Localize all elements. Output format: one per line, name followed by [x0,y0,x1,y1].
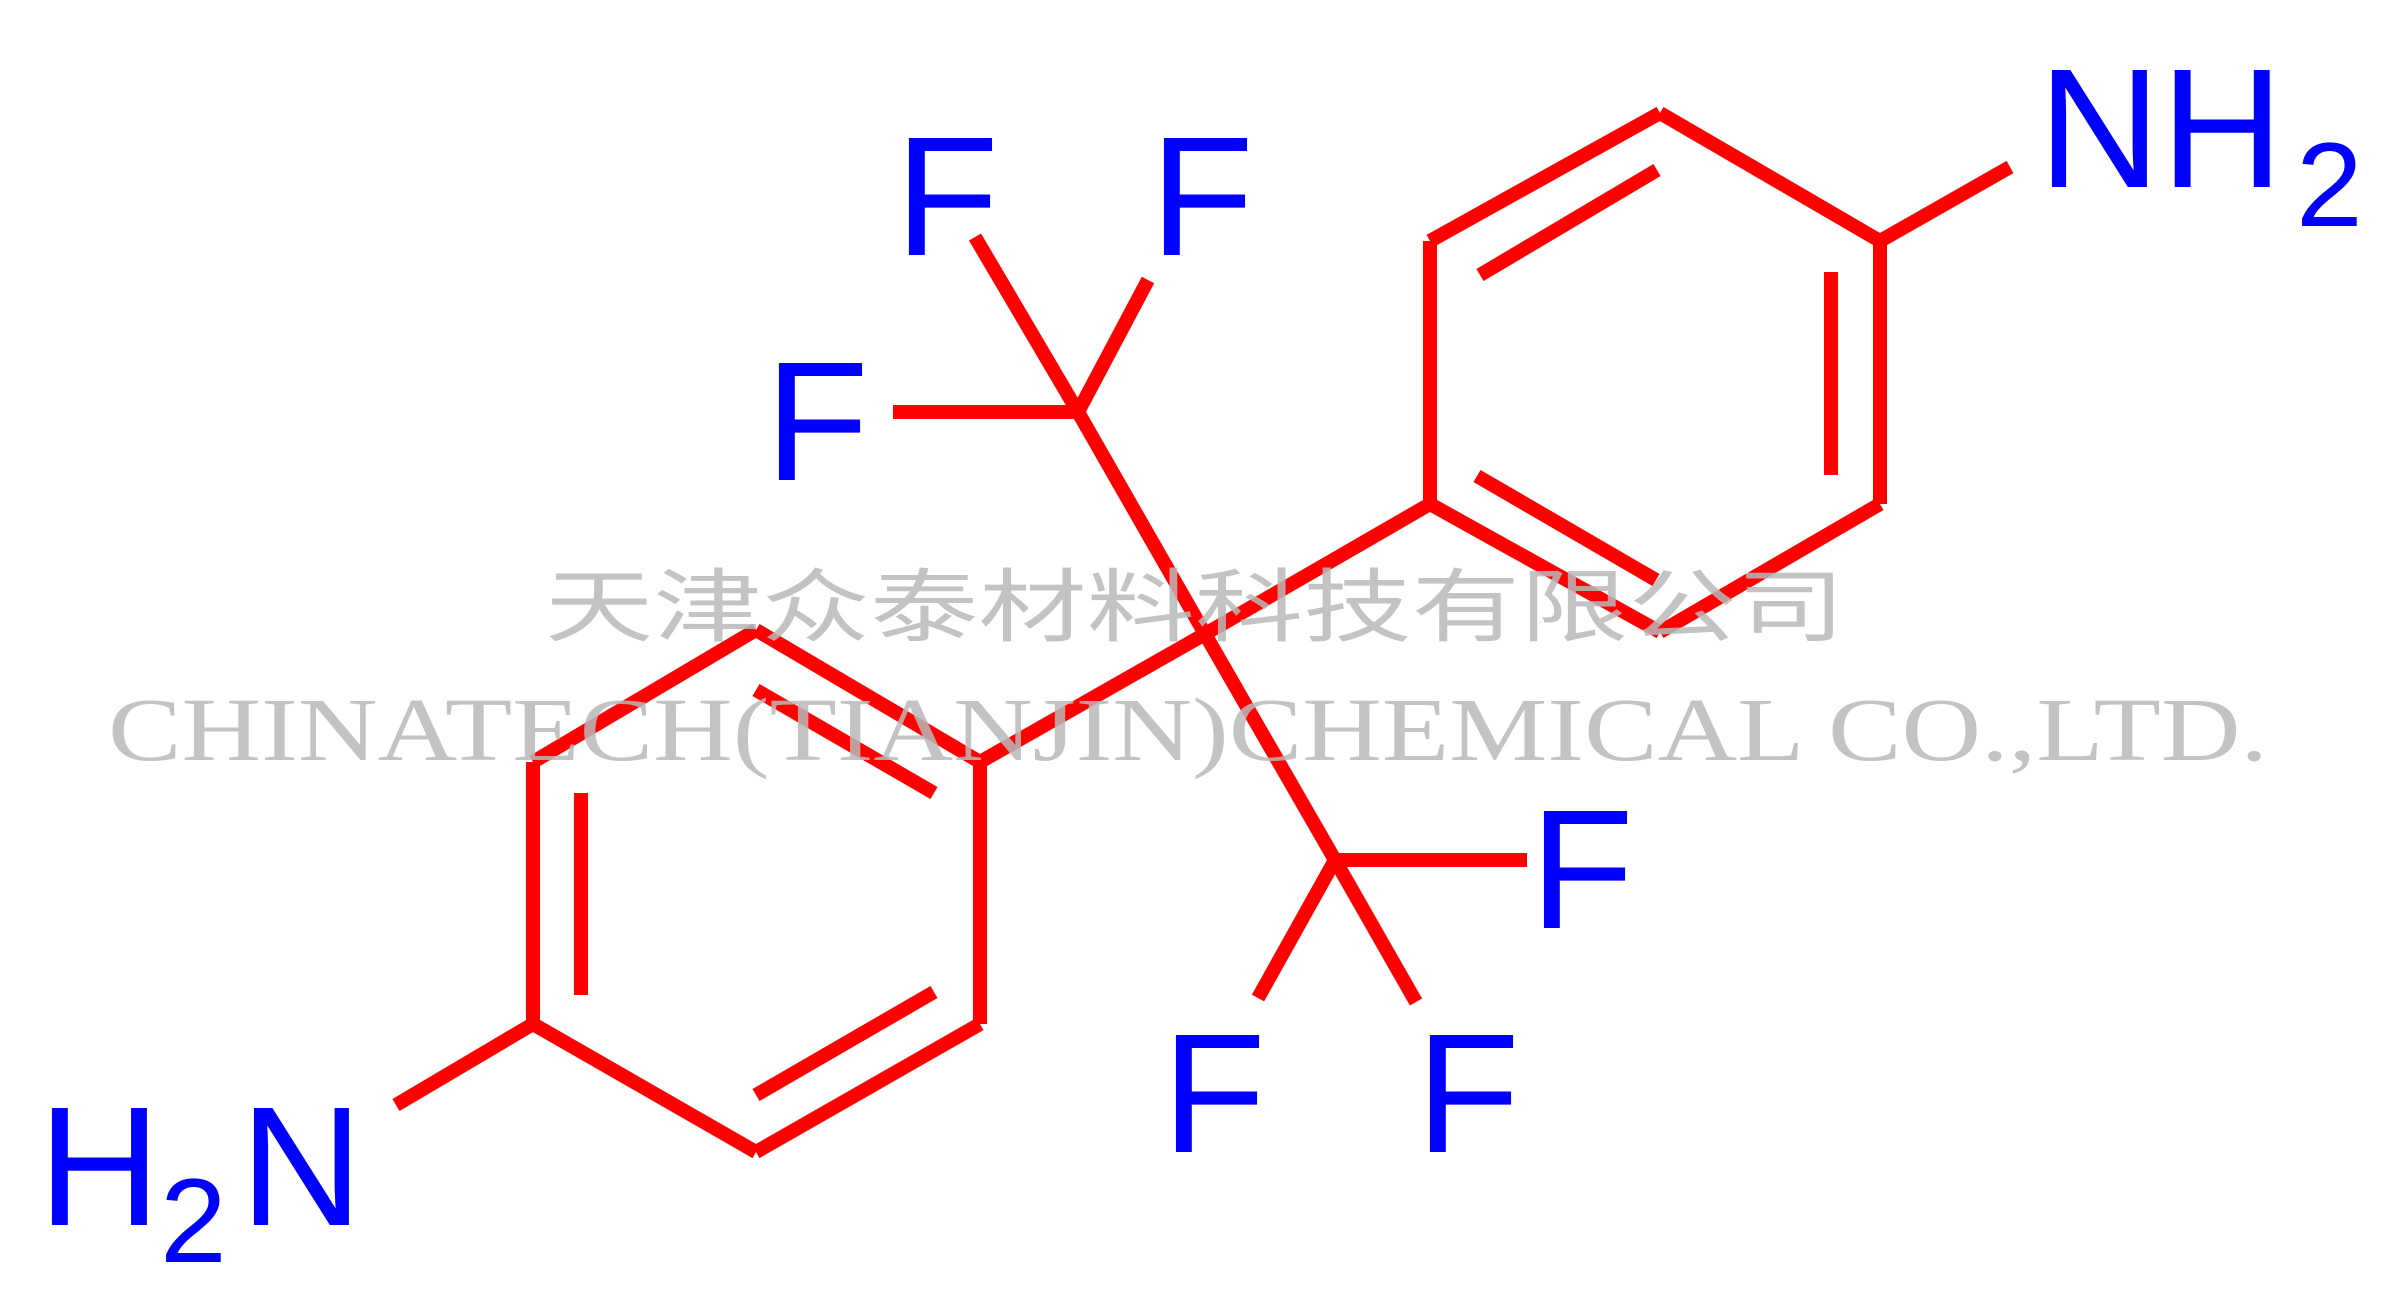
bond [1201,497,1434,641]
lower-ring [526,623,987,1159]
amine-group-top: NH 2 [2038,34,2363,252]
amine-top-subscript: 2 [2296,118,2363,252]
double-bond [752,985,938,1102]
amine-top-label: NH [2038,34,2284,224]
bond [1426,106,1664,248]
bond [968,233,1085,416]
bond [1426,497,1664,639]
amine-bottom-n: N [240,1072,363,1262]
amine-group-bottom: H 2 N [38,1072,363,1288]
bond [1071,276,1155,416]
watermark-english: CHINATECH(TIANJIN)CHEMICAL CO.,LTD. [108,681,2268,780]
bond [1251,856,1342,1002]
double-bond [1476,163,1661,282]
double-bond [1473,469,1660,587]
amine-bottom-subscript: 2 [160,1154,227,1288]
fluorine-atom-1: F [895,102,999,292]
bond [1328,856,1423,1006]
fluorine-atom-2: F [1150,102,1254,292]
bond [1071,408,1212,638]
bond [529,623,760,769]
bond [1198,630,1342,864]
double-bond [752,683,938,800]
lower-cf3-bonds [1251,853,1527,1006]
fluorine-atom-3: F [765,327,869,517]
amine-bottom-h: H [38,1072,161,1262]
central-carbon-bonds [976,408,1434,864]
bond [529,1017,760,1159]
watermark-chinese: 天津众泰材料科技有限公司 [545,561,1845,654]
bond [1656,497,1884,639]
fluorine-atom-4: F [1530,775,1634,965]
bond [1656,106,1884,248]
upper-cf3-bonds [893,233,1155,419]
bond [976,627,1209,769]
fluorine-atom-5: F [1162,999,1266,1189]
upper-ring [1423,106,1887,639]
bond [752,623,984,769]
amine-bond-bottom [392,1017,537,1112]
amine-bond-top [1876,160,2014,248]
fluorine-atom-6: F [1416,999,1520,1189]
bond [752,1017,984,1159]
